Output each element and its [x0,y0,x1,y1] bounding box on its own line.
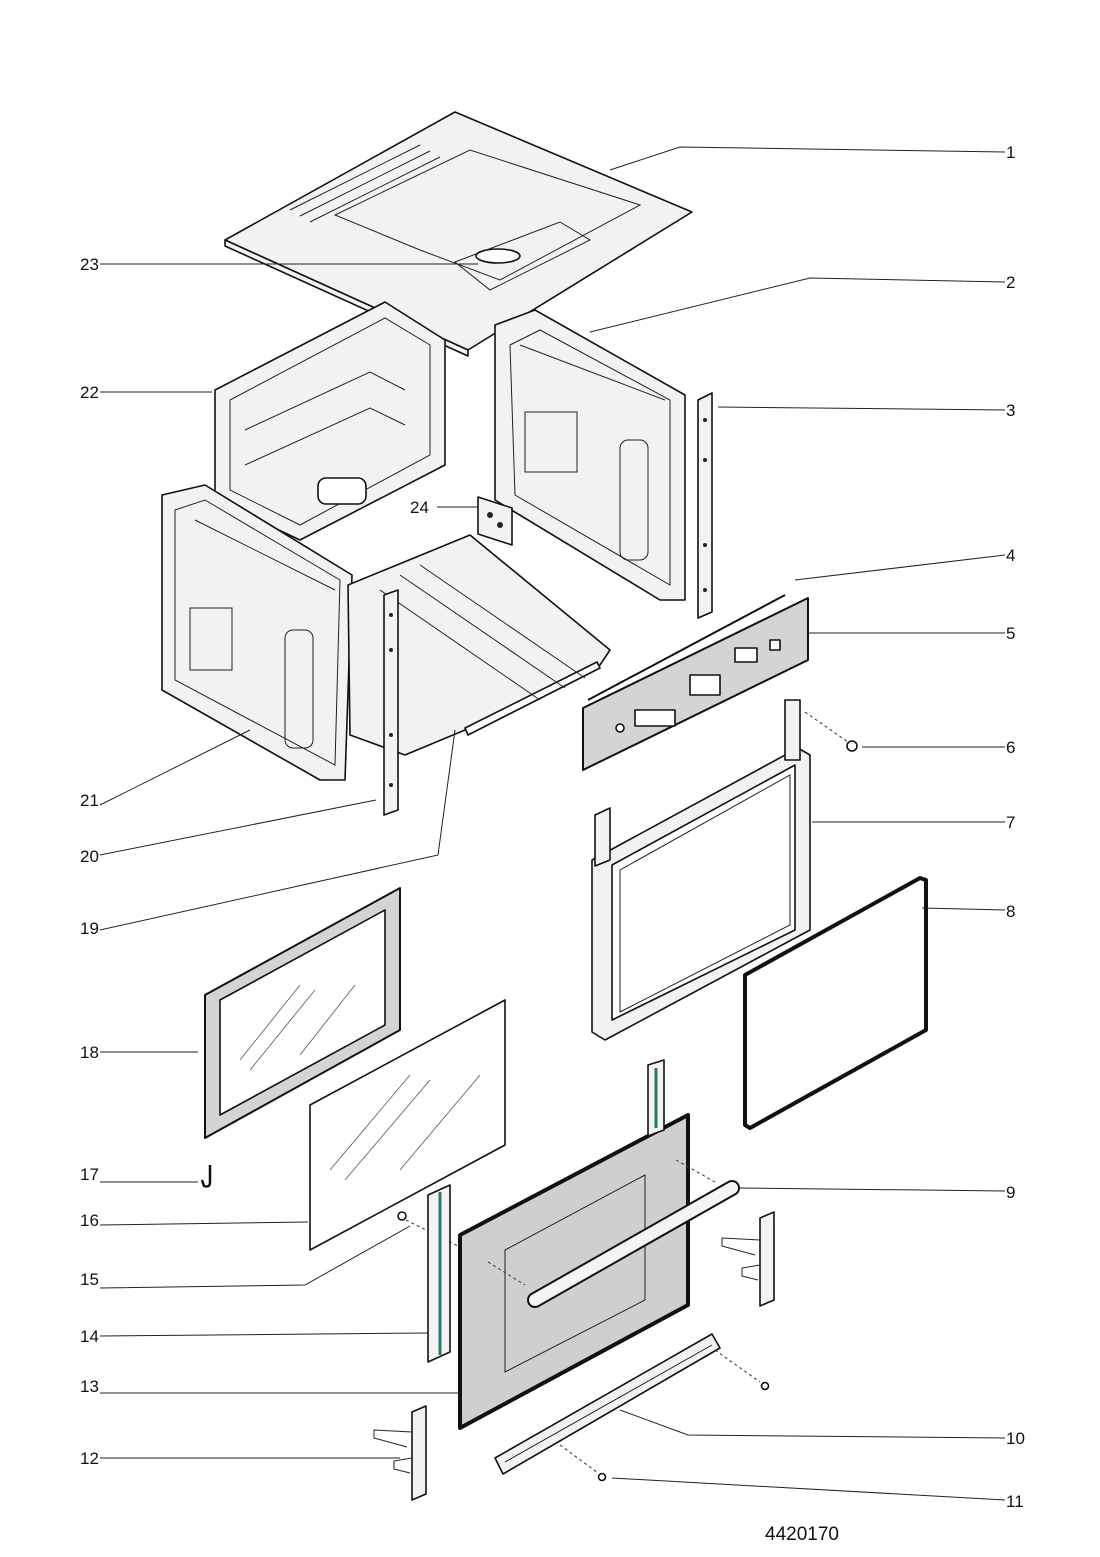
callout-15: 15 [80,1270,99,1289]
part-hinge-right [721,1211,775,1307]
part-top-panel [224,111,693,357]
part-right-side-panel [494,309,686,601]
callout-17: 17 [80,1165,99,1184]
part-right-front-strip [697,392,713,619]
drawing-code: 4420170 [765,1524,839,1545]
callout-2: 2 [1006,273,1015,292]
part-control-panel [582,597,809,771]
part-j-clip [200,1165,212,1188]
callout-16: 16 [80,1211,99,1230]
part-left-side-panel [161,484,353,781]
callout-23: 23 [80,255,99,274]
callout-19: 19 [80,919,99,938]
callout-9: 9 [1006,1183,1015,1202]
part-plug [804,711,858,752]
callout-11: 11 [1006,1492,1024,1511]
callout-24: 24 [410,498,429,517]
part-bottom-door-strip [494,1333,761,1475]
callout-8: 8 [1006,902,1015,921]
callout-4: 4 [1006,546,1015,565]
part-hinge-left [373,1405,427,1501]
callout-10: 10 [1006,1429,1025,1448]
callout-6: 6 [1006,738,1015,757]
callout-13: 13 [80,1377,99,1396]
callout-5: 5 [1006,624,1015,643]
leader-lines [99,146,1006,1501]
part-oven-cavity-back [214,301,446,541]
part-left-front-strip [383,589,399,816]
part-oven-floor [347,534,611,756]
part-door-seal [743,876,928,1130]
callout-22: 22 [80,383,99,402]
callout-18: 18 [80,1043,99,1062]
part-inner-glass [309,999,506,1251]
part-outer-glass [204,887,401,1139]
callout-7: 7 [1006,813,1015,832]
callout-21: 21 [80,791,99,810]
part-front-frame [591,699,811,1041]
callout-1: 1 [1006,143,1015,162]
callout-20: 20 [80,847,99,866]
part-small-bracket [477,496,513,546]
callout-labels: 1 2 3 4 5 6 7 8 9 10 11 12 13 14 15 16 1… [80,143,1025,1511]
part-door-handle [487,1159,740,1308]
part-screw-11 [597,1381,770,1482]
callout-12: 12 [80,1449,99,1468]
callout-14: 14 [80,1327,99,1346]
callout-3: 3 [1006,401,1015,420]
part-trim-strip [587,594,786,701]
part-vertical-seal [427,1184,451,1363]
